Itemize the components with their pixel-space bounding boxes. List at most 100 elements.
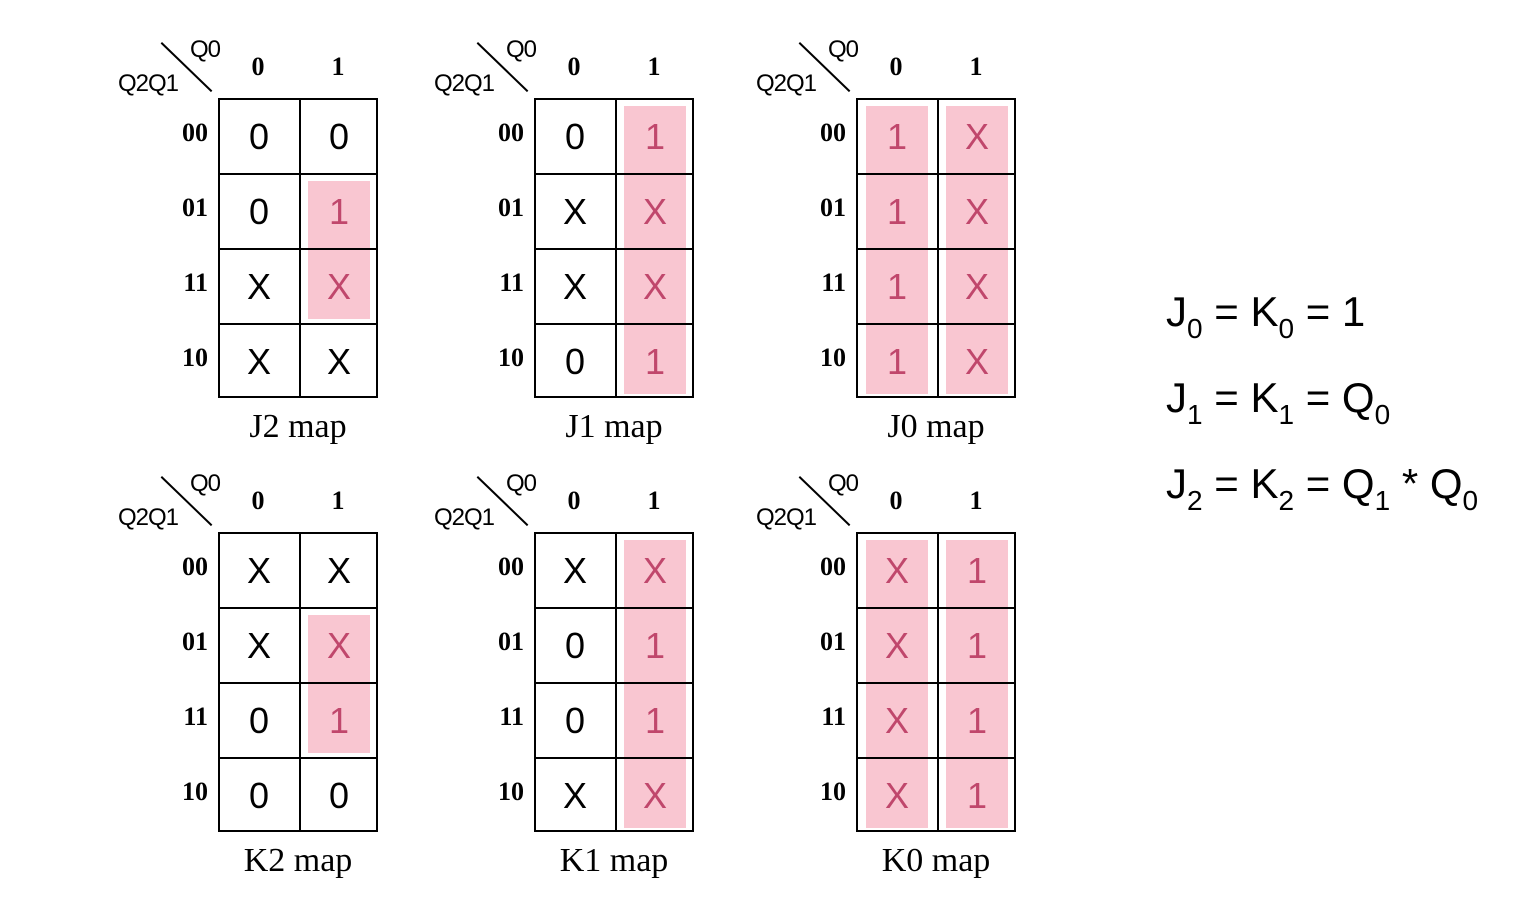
map-caption: J0 map	[887, 408, 985, 445]
row-header: 00	[498, 552, 524, 581]
kmap-cell: X	[246, 266, 271, 307]
row-header: 10	[498, 343, 524, 372]
kmap-cell: X	[326, 266, 351, 307]
kmap-cell: X	[964, 266, 989, 307]
kmap-cell: X	[884, 700, 909, 741]
kmap-cell: 1	[886, 116, 908, 157]
kmap-cell: 0	[248, 116, 270, 157]
row-header: 00	[820, 552, 846, 581]
kmap-cell: X	[964, 341, 989, 382]
subscript: 0	[1374, 399, 1391, 430]
row-header: 11	[821, 268, 846, 297]
equation: J2 = K2 = Q1 * Q0	[1166, 460, 1479, 516]
column-variable-label: Q0	[506, 470, 537, 497]
kmap-cell: 1	[644, 341, 666, 382]
row-header: 10	[182, 343, 208, 372]
kmap-cell: X	[642, 191, 667, 232]
grid-line	[220, 173, 376, 175]
row-header: 01	[182, 627, 208, 656]
grouping-highlight	[308, 615, 370, 753]
kmap-cell: 0	[564, 700, 586, 741]
subscript: 2	[1278, 485, 1295, 516]
kmap-cell: X	[642, 266, 667, 307]
kmap-cell: X	[246, 550, 271, 591]
kmap-cell: 0	[328, 775, 350, 816]
map-caption: K2 map	[243, 842, 353, 879]
subscript: 1	[1374, 485, 1391, 516]
row-variable-label: Q2Q1	[756, 504, 817, 531]
row-header: 10	[498, 777, 524, 806]
map-caption: J1 map	[565, 408, 663, 445]
kmap-cell: X	[964, 116, 989, 157]
kmap-cell: X	[642, 775, 667, 816]
kmap-cell: 1	[966, 775, 988, 816]
column-header: 1	[331, 486, 345, 515]
column-header: 1	[331, 52, 345, 81]
grid-line	[536, 682, 692, 684]
grid-line	[220, 323, 376, 325]
row-header: 11	[499, 702, 524, 731]
subscript: 1	[1187, 399, 1203, 430]
row-header: 11	[183, 268, 208, 297]
grouping-highlight	[946, 106, 1008, 394]
kmap-cell: 0	[564, 116, 586, 157]
kmap-cell: 1	[644, 625, 666, 666]
equation: J1 = K1 = Q0	[1166, 374, 1391, 430]
row-header: 01	[498, 193, 524, 222]
column-variable-label: Q0	[190, 470, 221, 497]
column-variable-label: Q0	[828, 470, 859, 497]
column-header: 0	[251, 52, 265, 81]
kmap-cell: X	[964, 191, 989, 232]
kmap-cell: X	[562, 775, 587, 816]
kmap-cell: 1	[886, 191, 908, 232]
grid-line	[536, 173, 692, 175]
row-header: 11	[821, 702, 846, 731]
subscript: 2	[1187, 485, 1203, 516]
grid-line	[220, 757, 376, 759]
kmap-cell: 0	[248, 775, 270, 816]
grid-line	[858, 173, 1014, 175]
column-variable-label: Q0	[190, 36, 221, 63]
kmap-cell: 1	[328, 700, 350, 741]
subscript: 1	[1278, 399, 1295, 430]
kmap-cell: 1	[966, 550, 988, 591]
grouping-highlight	[624, 540, 686, 828]
row-header: 00	[182, 552, 208, 581]
subscript: 0	[1187, 313, 1203, 344]
row-variable-label: Q2Q1	[756, 70, 817, 97]
kmap-cell: X	[326, 625, 351, 666]
grid-line	[536, 757, 692, 759]
row-header: 00	[820, 118, 846, 147]
row-header: 10	[820, 777, 846, 806]
column-header: 0	[567, 486, 581, 515]
map-caption: K0 map	[881, 842, 991, 879]
row-header: 10	[182, 777, 208, 806]
kmap-cell: X	[562, 266, 587, 307]
kmap-cell: X	[246, 341, 271, 382]
subscript: 0	[1278, 313, 1295, 344]
grid-line	[220, 607, 376, 609]
equation: J0 = K0 = 1	[1166, 288, 1366, 344]
kmap-cell: X	[246, 625, 271, 666]
row-variable-label: Q2Q1	[434, 504, 495, 531]
row-variable-label: Q2Q1	[118, 70, 179, 97]
grid-line	[858, 607, 1014, 609]
grid-line	[858, 248, 1014, 250]
grid-line	[536, 248, 692, 250]
kmap-cell: 0	[248, 191, 270, 232]
row-header: 11	[183, 702, 208, 731]
kmap-cell: 0	[328, 116, 350, 157]
kmap-cell: X	[562, 550, 587, 591]
kmap-cell: X	[562, 191, 587, 232]
kmap-cell: 0	[564, 341, 586, 382]
kmap-cell: X	[326, 550, 351, 591]
